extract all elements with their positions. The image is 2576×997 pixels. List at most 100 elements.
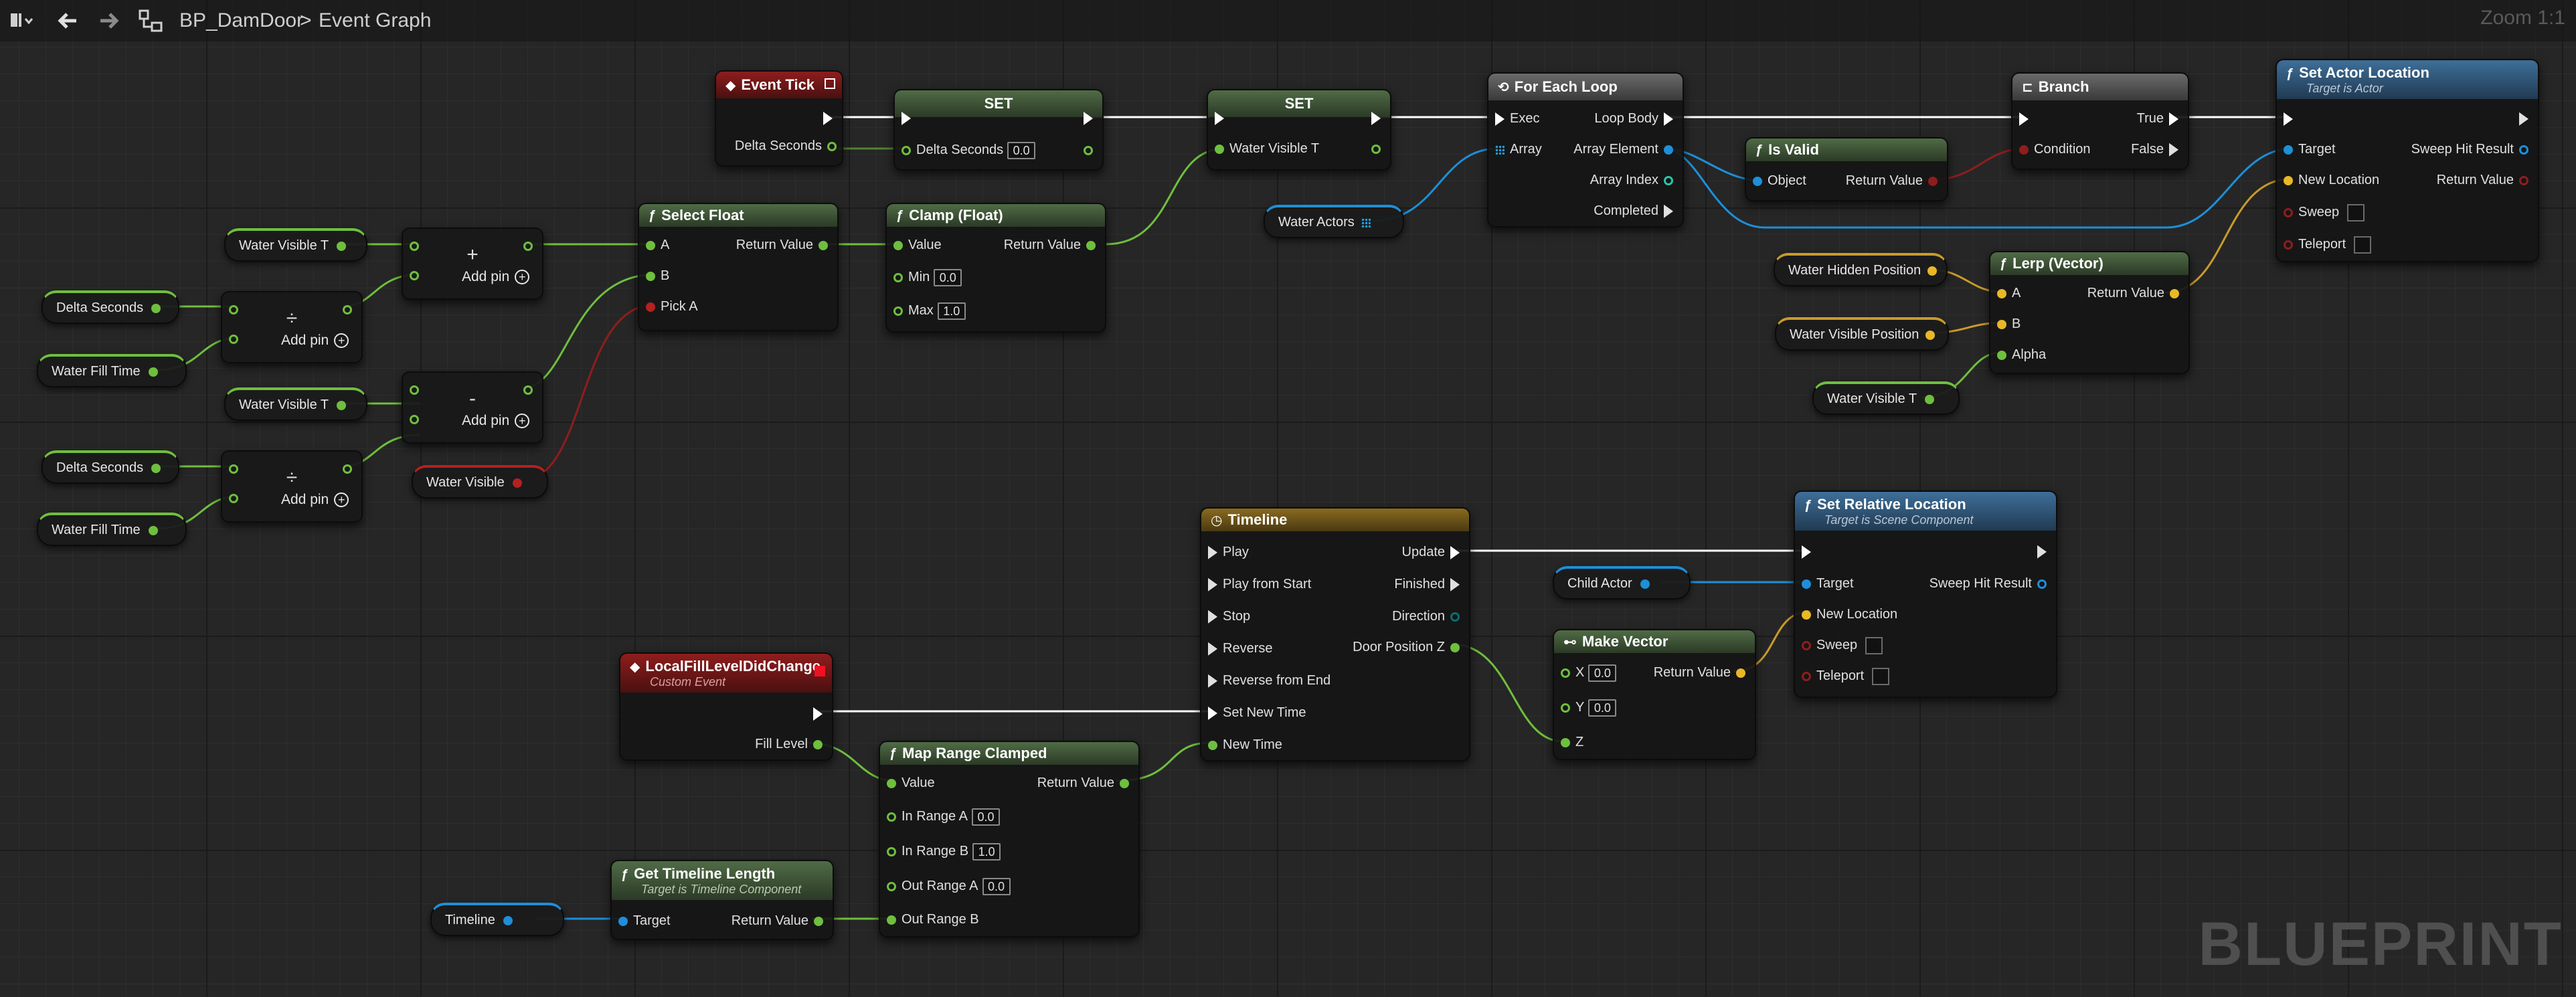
timeline-node[interactable]: ◷Timeline Play Play from Start Stop Reve…	[1200, 507, 1470, 761]
out-range-b-pin[interactable]: Out Range B	[881, 911, 979, 928]
output-pin[interactable]	[518, 381, 538, 398]
stop-pin[interactable]: Stop	[1203, 608, 1250, 625]
reverse-pin[interactable]: Reverse	[1203, 640, 1272, 657]
false-pin[interactable]: False	[2131, 141, 2184, 158]
return-value-pin[interactable]: Return Value	[736, 236, 833, 254]
exec-in-pin[interactable]	[2278, 110, 2298, 127]
fill-level-pin[interactable]: Fill Level	[755, 735, 828, 753]
direction-pin[interactable]: Direction	[1392, 608, 1465, 625]
teleport-pin[interactable]: Teleport	[2278, 236, 2372, 254]
output-pin[interactable]	[337, 460, 357, 477]
sweep-pin[interactable]: Sweep	[1796, 636, 1883, 654]
reverse-from-end-pin[interactable]: Reverse from End	[1203, 672, 1330, 689]
get-delta-seconds[interactable]: Delta Seconds	[41, 290, 179, 324]
pin-a[interactable]: A	[640, 236, 669, 254]
true-pin[interactable]: True	[2137, 110, 2184, 127]
alpha-pin[interactable]: Alpha	[1992, 346, 2046, 363]
return-value-pin[interactable]: Return Value	[2087, 284, 2184, 302]
exec-out-pin[interactable]	[808, 705, 828, 722]
return-value-pin[interactable]: Return Value	[1846, 172, 1943, 189]
return-value-pin[interactable]: Return Value	[1654, 664, 1751, 681]
add-float-node[interactable]: + Add pin+	[402, 228, 543, 300]
in-range-b-field[interactable]: 1.0	[972, 842, 1001, 860]
exec-in-pin[interactable]	[2014, 110, 2034, 127]
get-water-fill-time-2[interactable]: Water Fill Time	[37, 513, 187, 546]
get-water-hidden-position[interactable]: Water Hidden Position	[1774, 253, 1948, 286]
z-pin[interactable]: Z	[1555, 733, 1583, 751]
input-pin-b[interactable]	[224, 330, 244, 347]
new-location-pin[interactable]: New Location	[2278, 171, 2379, 189]
input-pin-a[interactable]	[224, 300, 244, 318]
exec-in-pin[interactable]: Exec	[1490, 110, 1539, 127]
pin-b[interactable]: B	[640, 267, 669, 284]
add-pin-button[interactable]: Add pin+	[462, 413, 530, 429]
sweep-hit-result-pin[interactable]: Sweep Hit Result	[2411, 141, 2534, 158]
door-position-z-pin[interactable]: Door Position Z	[1353, 638, 1465, 656]
forward-button[interactable]	[94, 7, 123, 35]
bookmark-menu-button[interactable]	[7, 7, 36, 35]
get-water-visible-position[interactable]: Water Visible Position	[1775, 317, 1949, 351]
target-pin[interactable]: Target	[613, 912, 671, 929]
get-timeline[interactable]: Timeline	[430, 903, 564, 936]
teleport-checkbox[interactable]	[2354, 236, 2372, 254]
breadcrumb-asset[interactable]: BP_DamDoor	[179, 9, 304, 31]
return-value-pin[interactable]: Return Value	[2437, 171, 2534, 189]
set-output-pin[interactable]	[1366, 140, 1386, 157]
loop-body-pin[interactable]: Loop Body	[1594, 110, 1679, 127]
exec-out-pin[interactable]	[1366, 109, 1386, 126]
get-water-visible-t-3[interactable]: Water Visible T	[1812, 381, 1960, 415]
condition-pin[interactable]: Condition	[2014, 141, 2091, 158]
add-pin-button[interactable]: Add pin+	[462, 269, 530, 285]
input-pin-a[interactable]	[404, 237, 424, 254]
value-pin[interactable]: Value	[881, 774, 935, 792]
exec-out-pin[interactable]	[1078, 109, 1098, 126]
subtract-float-node[interactable]: - Add pin+	[402, 371, 543, 444]
out-range-a-field[interactable]: 0.0	[982, 877, 1011, 895]
output-pin[interactable]	[518, 237, 538, 254]
array-element-pin[interactable]: Array Element	[1573, 141, 1679, 158]
sweep-pin[interactable]: Sweep	[2278, 203, 2365, 221]
for-each-loop-node[interactable]: ⟲For Each Loop Exec Loop Body Array Arra…	[1487, 72, 1684, 228]
sweep-checkbox[interactable]	[2347, 203, 2365, 221]
get-child-actor[interactable]: Child Actor	[1553, 566, 1691, 600]
get-water-visible-t[interactable]: Water Visible T	[224, 228, 367, 262]
update-pin[interactable]: Update	[1402, 543, 1466, 561]
pick-a-pin[interactable]: Pick A	[640, 298, 698, 315]
pin-b[interactable]: B	[1992, 315, 2021, 333]
pin-a[interactable]: A	[1992, 284, 2021, 302]
get-water-visible-t-2[interactable]: Water Visible T	[224, 387, 367, 421]
event-tick-node[interactable]: ◆Event Tick Delta Seconds	[715, 70, 843, 167]
divide-float-node-2[interactable]: ÷ Add pin+	[221, 450, 363, 523]
min-value-field[interactable]: 0.0	[934, 268, 962, 286]
input-pin-b[interactable]	[224, 489, 244, 507]
set-new-time-pin[interactable]: Set New Time	[1203, 704, 1306, 721]
return-value-pin[interactable]: Return Value	[732, 912, 829, 929]
target-pin[interactable]: Target	[2278, 141, 2336, 158]
value-field[interactable]: 0.0	[1007, 141, 1036, 159]
set-output-pin[interactable]	[1078, 141, 1098, 159]
finished-pin[interactable]: Finished	[1394, 575, 1465, 593]
x-value-field[interactable]: 0.0	[1588, 664, 1617, 682]
output-pin[interactable]	[337, 300, 357, 318]
in-range-a-field[interactable]: 0.0	[971, 808, 1000, 826]
get-water-visible[interactable]: Water Visible	[412, 465, 548, 498]
divide-float-node[interactable]: ÷ Add pin+	[221, 291, 363, 363]
input-pin-b[interactable]	[404, 410, 424, 428]
exec-out-pin[interactable]	[2514, 110, 2534, 127]
value-pin[interactable]: Value	[888, 236, 942, 254]
exec-out-pin[interactable]	[2032, 543, 2052, 560]
delegate-pin-icon[interactable]	[825, 78, 835, 89]
